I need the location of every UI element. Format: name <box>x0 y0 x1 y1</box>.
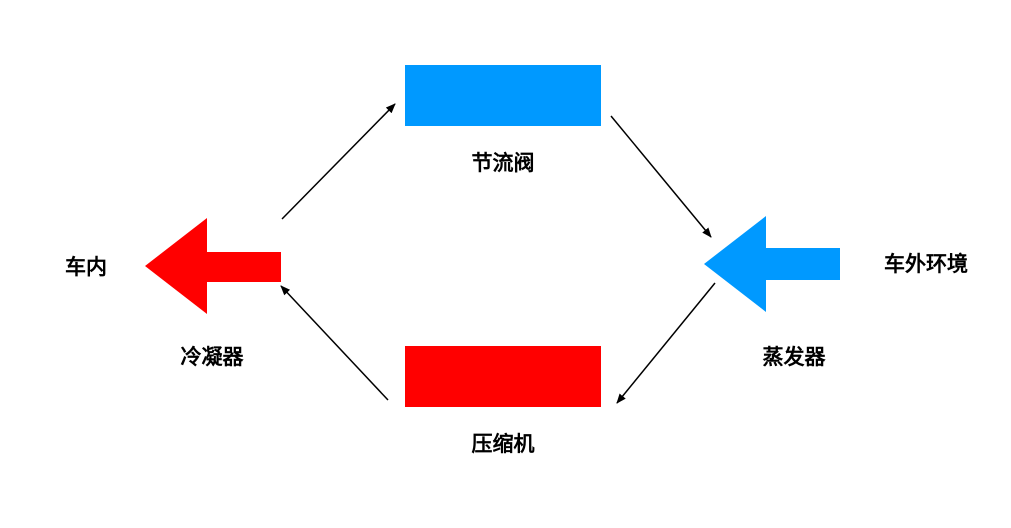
compressor-block <box>405 346 601 407</box>
flow-line-compressor-to-condenser <box>280 285 389 401</box>
outside-environment-label: 车外环境 <box>884 252 968 276</box>
condenser-heat-arrow <box>145 218 281 314</box>
evaporator-heat-arrow <box>704 216 840 312</box>
inside-car-label: 车内 <box>65 255 107 279</box>
flow-line-valve-to-evaporator <box>610 115 712 238</box>
throttle-valve-block <box>405 65 601 126</box>
compressor-label: 压缩机 <box>472 432 535 456</box>
condenser-label: 冷凝器 <box>181 345 245 369</box>
throttle-valve-label: 节流阀 <box>472 151 535 175</box>
evaporator-label: 蒸发器 <box>763 345 827 369</box>
flow-line-evaporator-to-compressor <box>616 282 716 404</box>
flow-line-condenser-to-valve <box>281 103 396 220</box>
